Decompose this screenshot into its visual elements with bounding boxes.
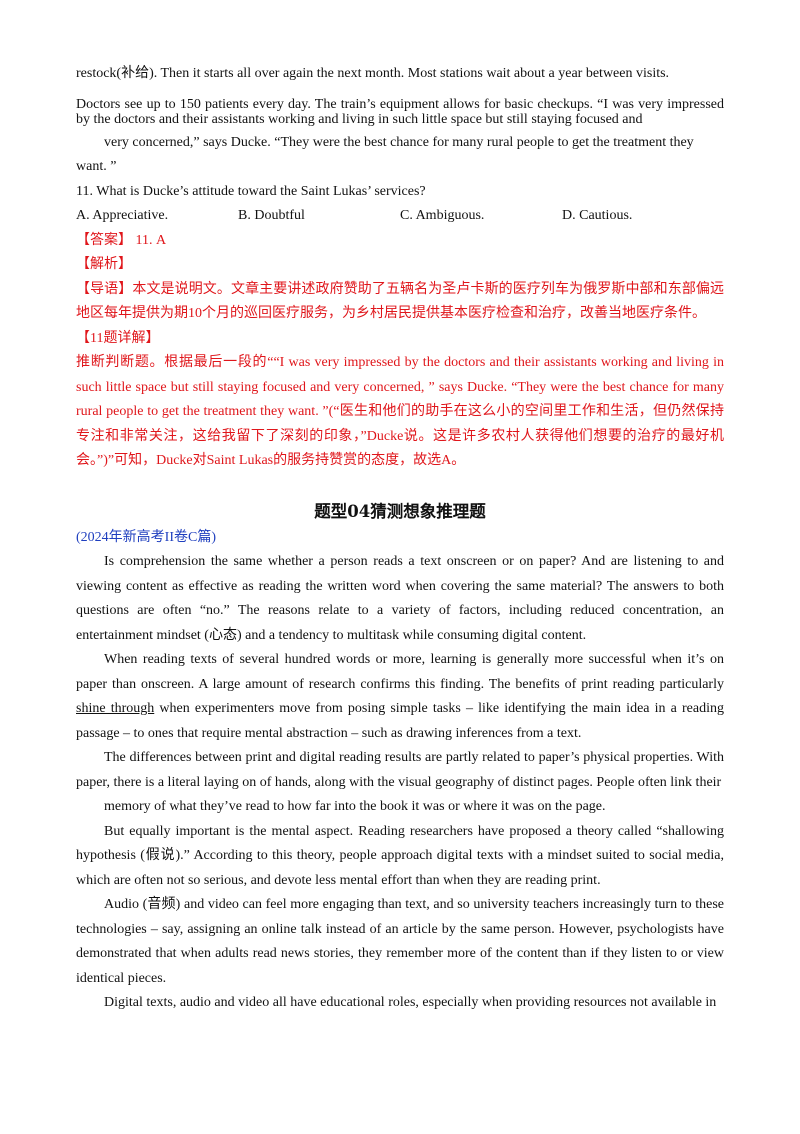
section-source: (2024年新高考II卷C篇) (76, 529, 216, 545)
p2-text-b: when experimenters move from posing simp… (76, 701, 724, 741)
answer-line: 【答案】 11. A (76, 232, 167, 248)
p2-text-a: When reading texts of several hundred wo… (76, 652, 724, 692)
doctors-paragraph-part3: want. ” (76, 159, 117, 174)
underlined-phrase: shine through (76, 701, 155, 716)
option-c: C. Ambiguous. (400, 208, 485, 223)
doctors-paragraph-part1: Doctors see up to 150 patients every day… (76, 96, 724, 127)
detail-label: 【11题详解】 (76, 330, 160, 346)
section-title: 题型04猜测想象推理题 (314, 501, 486, 521)
passage-paragraph-5: Audio (音频) and video can feel more engag… (76, 897, 724, 986)
option-d: D. Cautious. (562, 208, 633, 223)
answer-options: A. Appreciative. B. Doubtful C. Ambiguou… (76, 204, 724, 229)
passage-paragraph-2: When reading texts of several hundred wo… (76, 648, 724, 746)
document-page: restock(补给). Then it starts all over aga… (76, 62, 724, 1016)
detail-text: 推断判断题。根据最后一段的““I was very impressed by t… (76, 355, 724, 468)
option-b: B. Doubtful (238, 208, 305, 223)
passage-paragraph-4: But equally important is the mental aspe… (76, 823, 724, 888)
analysis-label: 【解析】 (76, 257, 132, 272)
option-a: A. Appreciative. (76, 208, 169, 223)
passage-paragraph-1: Is comprehension the same whether a pers… (76, 554, 724, 643)
doctors-paragraph-part2: very concerned,” says Ducke. “They were … (104, 134, 694, 150)
guide-text: 【导语】本文是说明文。文章主要讲述政府赞助了五辆名为圣卢卡斯的医疗列车为俄罗斯中… (76, 281, 724, 322)
passage-paragraph-6: Digital texts, audio and video all have … (104, 995, 717, 1010)
question-stem: 11. What is Ducke’s attitude toward the … (76, 183, 426, 199)
restock-line: restock(补给). Then it starts all over aga… (76, 66, 670, 81)
passage-paragraph-3-part1: The differences between print and digita… (76, 750, 724, 790)
passage-paragraph-3-part2: memory of what they’ve read to how far i… (104, 799, 606, 814)
